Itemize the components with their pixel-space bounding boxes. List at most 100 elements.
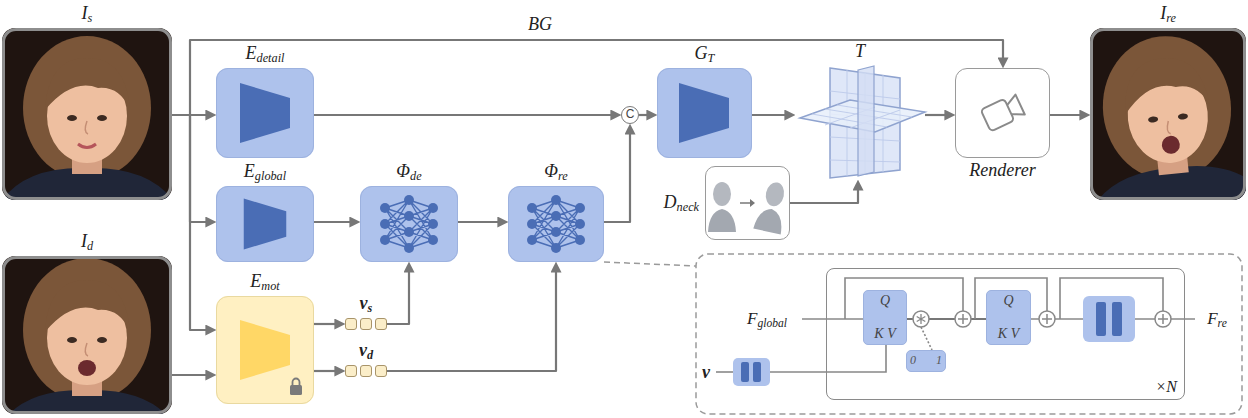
symbol-subscript: re [1166,12,1176,26]
driving-photo-part-part [2,256,172,414]
node-label: vd [359,340,373,362]
vector-cell [360,365,372,377]
node-label: Is [82,3,93,25]
encoder-fill-part [240,83,290,143]
network-box: Φde [360,186,458,262]
vector-cell [375,318,387,330]
connector [604,128,630,222]
neck-deformation-drawing-part [713,182,731,206]
generator-fill-part [679,83,729,143]
detail-inset-part [917,314,926,324]
symbol-main: E [250,271,261,291]
encoder-fill-part [216,68,314,158]
symbol-subscript: global [255,170,286,184]
motion-encoder-fill-part [293,379,300,387]
symbol-subscript: global [757,317,787,330]
connector [387,266,409,324]
reenacted-photo-part-part [1090,28,1246,200]
detail-inset-part [913,311,1171,327]
vector-cell [345,365,357,377]
motion-encoder-fill [216,296,314,404]
node-label: Φre [544,161,567,183]
source-image: Is [2,28,172,200]
connector [314,221,356,223]
encoder-fill-part [244,199,287,250]
driving-image: Id [2,256,172,414]
generator-box: GT [657,68,752,158]
motion-encoder-fill-part [216,296,314,404]
symbol-main: v [360,293,368,313]
driving-photo-part-part-part-part [78,360,96,376]
encoder-fill [216,68,314,262]
symbol-main: Φ [544,161,558,181]
symbol-subscript: de [410,170,422,184]
node-label: Ire [1160,3,1176,25]
neck-deformation-drawing-part-part [753,206,785,234]
attention-box: QK V [863,290,907,345]
network-fill [360,186,604,262]
triplane-drawing [800,66,925,178]
symbol-main: F [747,309,757,328]
node-label: vs [360,293,373,315]
repeat-block: ×NQK V01QK V [826,268,1185,400]
source-photo-part-part-part [78,144,96,148]
node-label: GT [695,43,715,65]
neck-deformation-drawing-part [740,202,750,204]
motion-encoder-fill-part [240,320,290,380]
symbol-main: E [246,43,257,63]
detail-inset-part [1083,296,1135,342]
encoder-fill-part [216,186,314,262]
renderer-drawing-part [955,68,1050,158]
symbol-main: E [244,161,255,181]
network-fill-part [508,186,604,262]
label-anchor: v [702,362,710,383]
node-label: Q [1003,293,1013,309]
detail-inset-part [1112,302,1122,336]
connector [1050,114,1086,116]
source-photo-part [0,0,212,238]
driving-photo [0,220,212,418]
neck-deformation-box: Dneck [705,166,790,240]
generator-fill-part [657,68,752,158]
feature-label: Fre [1207,309,1227,330]
reenacted-photo-part-part-part-part [1161,135,1181,155]
node-label: Id [81,231,93,253]
detail-inset-part-part [921,327,932,350]
latent-vector: vd [345,365,387,377]
node-label: K V [998,326,1019,342]
triplane-drawing-part [858,66,874,176]
neck-deformation-drawing-part [708,209,736,232]
symbol-main: D [664,192,677,212]
detail-inset-part-part [770,345,886,372]
symbol-main: I [81,231,87,251]
connector [172,115,212,330]
edge-label: BG [525,14,555,35]
detail-inset-part [753,362,761,382]
source-photo-part-part-part [2,28,172,200]
connector [387,266,556,371]
label-anchor: Fre [1207,309,1227,330]
node-label: T [855,41,865,62]
connector [172,374,212,376]
connector [925,114,951,116]
driving-photo-part [0,220,212,418]
neck-deformation-drawing-part-part [764,181,787,208]
encoder-box: Edetail [216,68,314,158]
node-label: Eglobal [244,161,286,183]
connector [314,370,341,372]
connector [752,114,791,116]
motion-encoder-box: Emot [216,296,314,404]
node-label: 0 [910,354,916,368]
renderer-drawing-part-part [1005,95,1025,120]
driving-photo-part-part-part-part [2,256,172,414]
generator-fill [657,68,752,158]
detail-inset-part [1096,302,1106,336]
connector [314,323,341,325]
symbol-subscript: detail [257,52,285,66]
node-label: K V [874,326,895,342]
reenacted-image: Ire [1090,28,1246,200]
connector [790,184,858,203]
